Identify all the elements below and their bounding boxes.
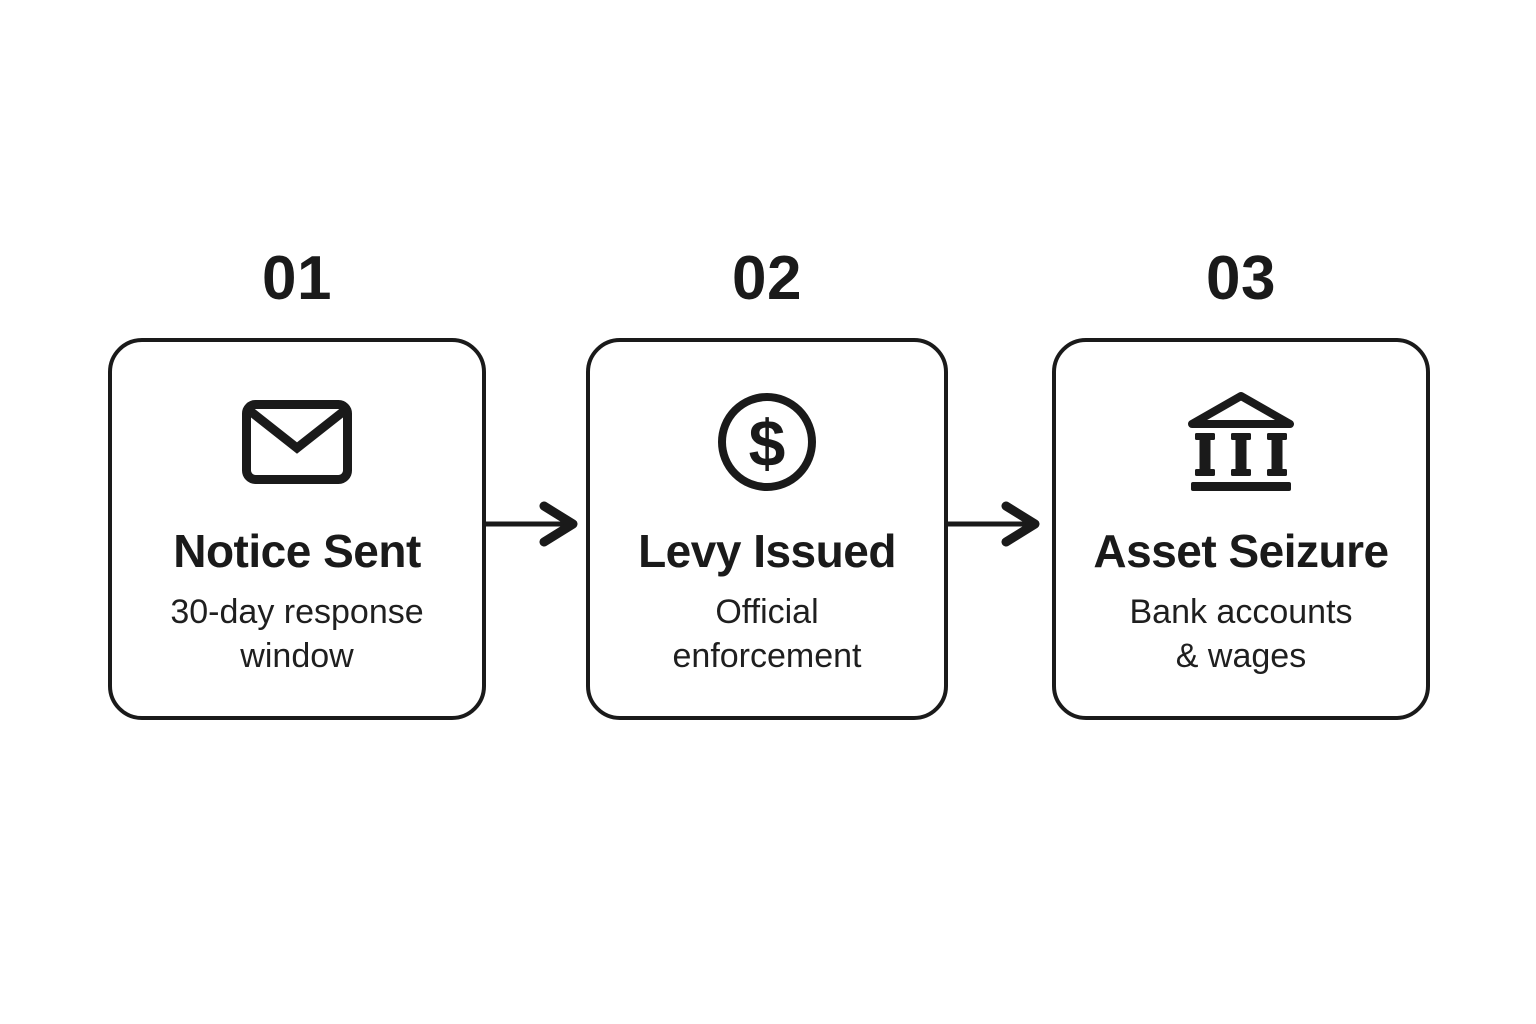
step-box: Notice Sent 30-day response window xyxy=(108,338,486,720)
arrow-right-icon xyxy=(948,501,1048,547)
subtitle-line: window xyxy=(240,637,354,675)
step-number: 02 xyxy=(732,244,802,313)
step-subtitle: 30-day response window xyxy=(170,590,423,678)
subtitle-line: enforcement xyxy=(672,637,862,675)
step-box: Asset Seizure Bank accounts & wages xyxy=(1052,338,1430,720)
step-box: $ Levy Issued Official enforcement xyxy=(586,338,948,720)
step-number: 01 xyxy=(262,244,332,313)
bank-icon xyxy=(1186,390,1296,494)
envelope-icon xyxy=(242,390,352,494)
subtitle-line: & wages xyxy=(1175,637,1307,675)
step-notice-sent: 01 Notice Sent 30-day response window xyxy=(108,246,486,720)
step-subtitle: Official enforcement xyxy=(673,590,862,678)
subtitle-line: 30-day response xyxy=(170,593,424,631)
step-subtitle: Bank accounts & wages xyxy=(1129,590,1352,678)
step-title: Notice Sent xyxy=(173,525,421,577)
step-levy-issued: 02 $ Levy Issued Official enforcement xyxy=(586,246,948,720)
dollar-circle-icon: $ xyxy=(715,390,819,494)
step-number: 03 xyxy=(1206,244,1276,313)
subtitle-line: Official xyxy=(715,593,819,631)
dollar-glyph: $ xyxy=(749,406,786,480)
step-title: Asset Seizure xyxy=(1093,525,1389,577)
subtitle-line: Bank accounts xyxy=(1129,593,1353,631)
step-asset-seizure: 03 xyxy=(1052,246,1430,720)
step-title: Levy Issued xyxy=(638,525,896,577)
arrow-right-icon xyxy=(486,501,586,547)
